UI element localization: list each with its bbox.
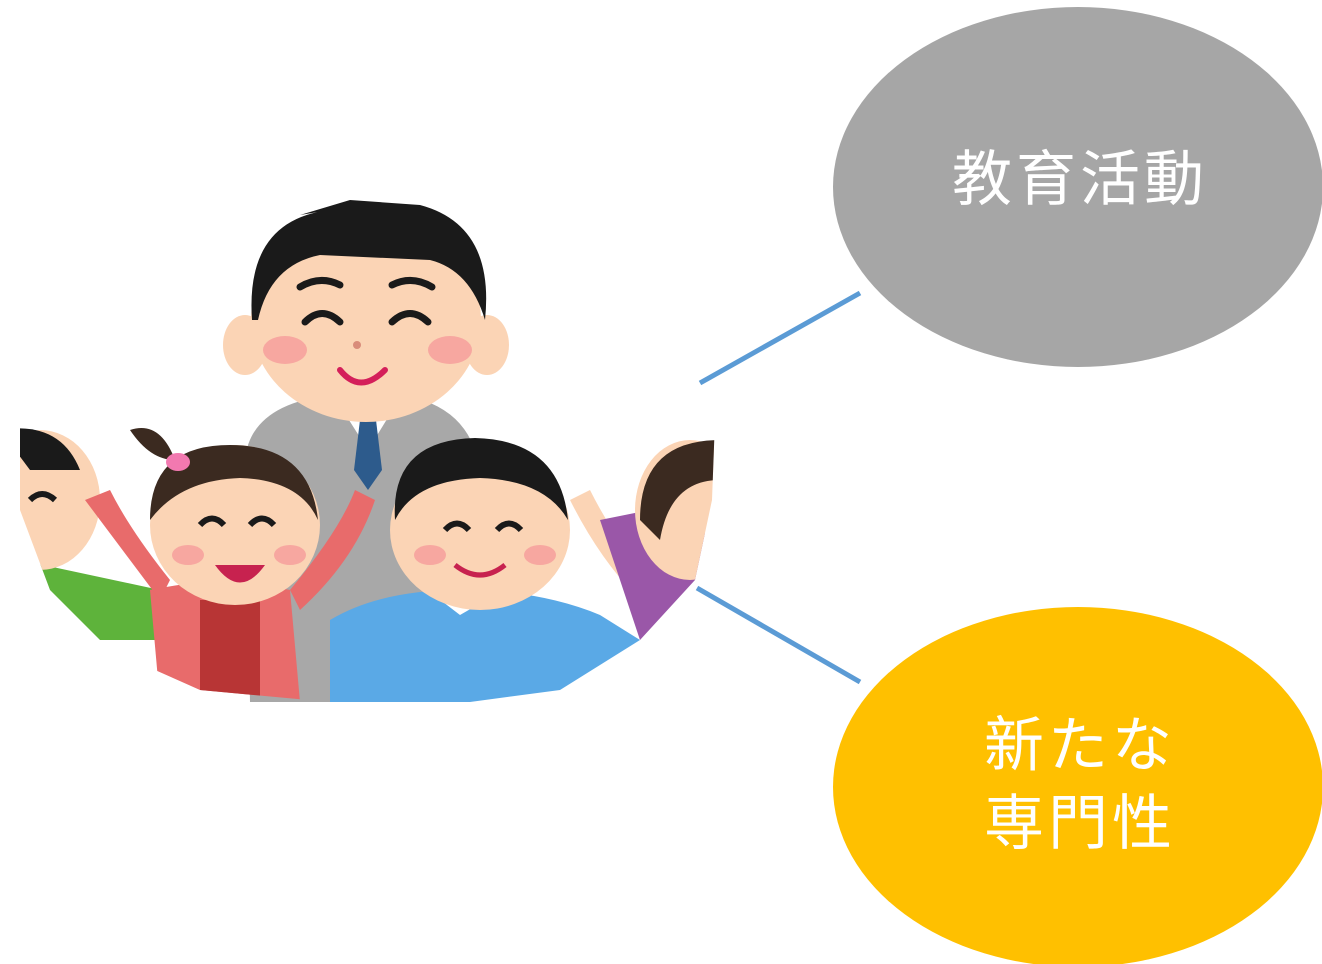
- child-figure-right: [600, 440, 715, 640]
- child-figure-left: [20, 428, 165, 640]
- child-figure-girl: [85, 428, 375, 702]
- teacher-children-illustration: [20, 200, 715, 702]
- connector-to-bottom-node: [695, 585, 862, 685]
- bottom-node-text-line2: 専門性: [984, 789, 1176, 859]
- bottom-node-ellipse: [833, 607, 1322, 964]
- top-node-label: 教育活動: [835, 120, 1322, 240]
- bottom-node-text-line1: 新たな: [984, 711, 1176, 781]
- bottom-node-label: 新たな 専門性: [835, 690, 1322, 880]
- top-node-ellipse: [833, 7, 1322, 367]
- connector-to-top-node: [698, 290, 862, 386]
- top-node-text: 教育活動: [952, 145, 1208, 215]
